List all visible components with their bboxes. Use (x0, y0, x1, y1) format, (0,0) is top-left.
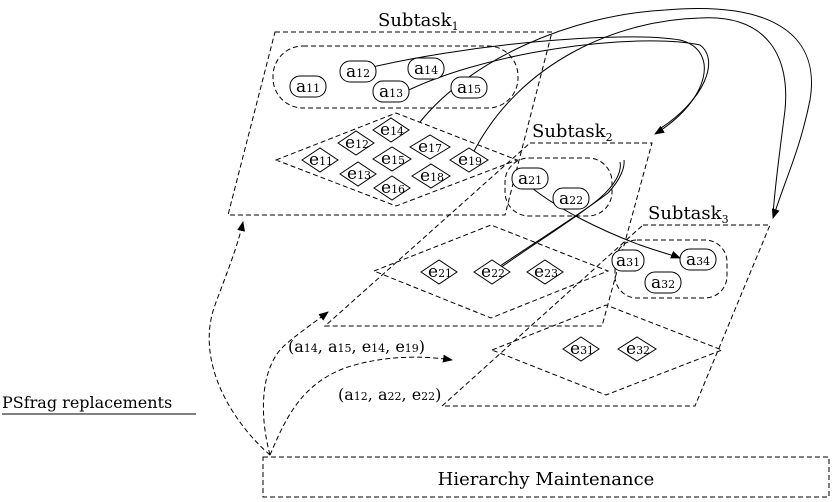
subtask3-title: Subtask3 (648, 203, 729, 226)
hierarchy-maintenance-label: Hierarchy Maintenance (438, 469, 655, 490)
subtask1-event-region (274, 112, 519, 207)
psfrag-label: PSfrag replacements (2, 393, 172, 412)
event-node-e16: e16 (373, 175, 411, 201)
subtask3-plane (440, 224, 771, 407)
event-node-e21: e21 (420, 259, 458, 285)
svg-text:e15: e15 (381, 149, 405, 169)
subtask3-event-region (490, 304, 724, 396)
subtask2-title: Subtask2 (532, 121, 613, 144)
subtask1-plane (227, 31, 553, 216)
event-node-e32: e32 (617, 336, 657, 362)
svg-text:e12: e12 (345, 133, 369, 153)
svg-text:e14: e14 (380, 120, 404, 140)
svg-text:a21: a21 (518, 169, 542, 189)
event-node-e22: e22 (473, 259, 511, 285)
svg-text:a15: a15 (457, 78, 481, 98)
svg-text:e16: e16 (381, 178, 405, 198)
subtask2-event-region (372, 224, 610, 319)
subtask3-action-region (614, 239, 728, 299)
subtask1-action-region (272, 45, 519, 109)
svg-text:e32: e32 (626, 339, 650, 359)
action-node-a31: a31 (611, 249, 645, 272)
svg-text:e31: e31 (570, 339, 594, 359)
action-node-a13: a13 (372, 80, 410, 103)
curve-e22-to-a22-b (499, 159, 625, 267)
subtask2-plane (323, 142, 653, 327)
event-node-e13: e13 (339, 161, 377, 187)
svg-text:e23: e23 (534, 262, 558, 282)
action-node-a14: a14 (407, 57, 445, 80)
event-node-e15: e15 (372, 146, 412, 172)
event-node-e14: e14 (372, 117, 410, 143)
svg-text:a31: a31 (616, 251, 640, 271)
action-node-a32: a32 (644, 271, 682, 294)
hm-arrow-to-subtask1 (208, 221, 271, 456)
hierarchy-maintenance-box (262, 456, 830, 498)
tuple-label-1: (a14, a15, e14, e19) (288, 337, 425, 356)
svg-text:a14: a14 (414, 59, 438, 79)
curve-a14-to-subtask3 (419, 8, 812, 219)
svg-text:e22: e22 (481, 262, 505, 282)
curve-a15-to-subtask3 (471, 17, 787, 216)
action-node-a21: a21 (511, 167, 549, 190)
svg-text:e13: e13 (347, 164, 371, 184)
event-node-e11: e11 (301, 147, 339, 173)
svg-text:a11: a11 (296, 77, 320, 97)
action-node-a12: a12 (339, 60, 377, 83)
event-node-e12: e12 (337, 130, 375, 156)
svg-text:a34: a34 (686, 250, 710, 270)
curve-a13-to-subtask2 (392, 40, 709, 131)
svg-text:e11: e11 (309, 150, 333, 170)
svg-text:e18: e18 (420, 166, 444, 186)
svg-text:a22: a22 (559, 189, 583, 209)
event-node-e31: e31 (562, 336, 600, 362)
event-node-e17: e17 (409, 134, 451, 160)
event-node-e23: e23 (526, 259, 564, 285)
action-node-a11: a11 (289, 75, 327, 98)
svg-text:e19: e19 (458, 150, 482, 170)
action-node-a22: a22 (552, 187, 590, 210)
tuple-label-2: (a12, a22, e22) (338, 385, 441, 404)
svg-text:a32: a32 (651, 273, 675, 293)
subtask1-title: Subtask1 (378, 10, 459, 33)
svg-text:a12: a12 (346, 62, 370, 82)
svg-text:a13: a13 (379, 82, 403, 102)
action-node-a34: a34 (679, 248, 717, 271)
curve-a12-to-subtask2 (359, 36, 705, 135)
action-node-a15: a15 (450, 76, 488, 99)
event-node-e19: e19 (449, 147, 489, 173)
hm-arrow-to-subtask3 (269, 354, 453, 456)
svg-text:e21: e21 (428, 262, 452, 282)
event-node-e18: e18 (411, 163, 451, 189)
hm-arrow-to-subtask2 (262, 311, 329, 456)
svg-text:e17: e17 (418, 137, 442, 157)
